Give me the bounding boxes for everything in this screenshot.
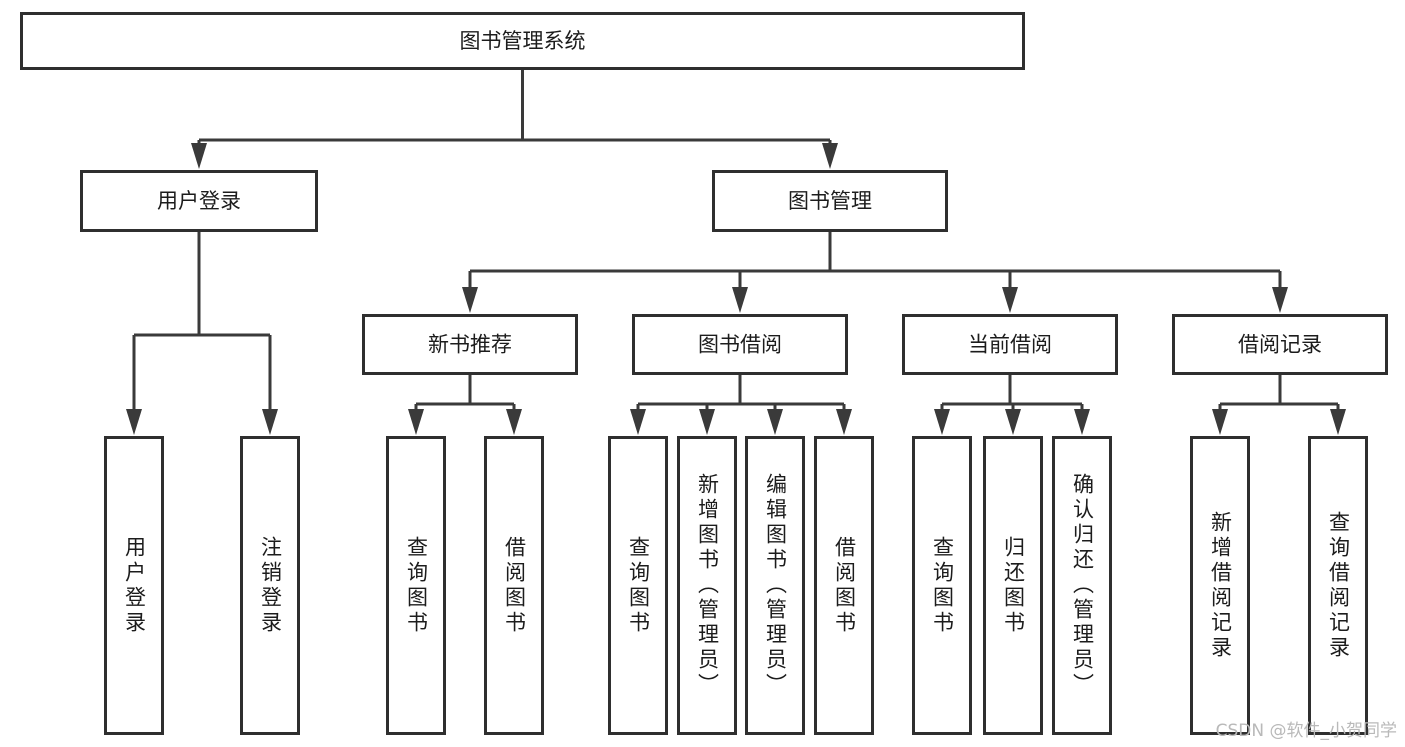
node-box bbox=[1190, 436, 1250, 735]
arrow-head-icon bbox=[732, 287, 748, 313]
node-label: 新书推荐 bbox=[428, 333, 512, 357]
node-box bbox=[983, 436, 1043, 735]
node-box bbox=[902, 314, 1118, 375]
node-l-cl-return-book[interactable] bbox=[983, 436, 1043, 735]
arrow-head-icon bbox=[191, 143, 207, 169]
node-l-lr-query-record[interactable] bbox=[1308, 436, 1368, 735]
node-n-new-book-rec[interactable]: 新书推荐 bbox=[362, 314, 578, 375]
arrow-head-icon bbox=[630, 409, 646, 435]
node-box bbox=[240, 436, 300, 735]
node-label: 图书管理系统 bbox=[460, 29, 586, 53]
arrow-head-icon bbox=[1002, 287, 1018, 313]
node-label: 图书借阅 bbox=[698, 333, 782, 357]
node-box bbox=[386, 436, 446, 735]
connector-n-new-book-rec bbox=[408, 375, 522, 435]
arrow-head-icon bbox=[1005, 409, 1021, 435]
connector-n-current-loan bbox=[934, 375, 1090, 435]
arrow-head-icon bbox=[767, 409, 783, 435]
node-l-lr-add-record[interactable] bbox=[1190, 436, 1250, 735]
arrow-head-icon bbox=[822, 143, 838, 169]
node-label: 图书管理 bbox=[788, 189, 872, 213]
node-label: 当前借阅 bbox=[968, 333, 1052, 357]
node-box bbox=[814, 436, 874, 735]
arrow-head-icon bbox=[699, 409, 715, 435]
node-label: 借阅记录 bbox=[1238, 333, 1322, 357]
node-l-rec-borrow-book[interactable] bbox=[484, 436, 544, 735]
node-l-bb-edit-book[interactable] bbox=[745, 436, 805, 735]
node-box bbox=[1052, 436, 1112, 735]
node-l-user-login[interactable] bbox=[104, 436, 164, 735]
node-box bbox=[608, 436, 668, 735]
node-n-loan-record[interactable]: 借阅记录 bbox=[1172, 314, 1388, 375]
node-l-cl-query-book[interactable] bbox=[912, 436, 972, 735]
node-n-current-loan[interactable]: 当前借阅 bbox=[902, 314, 1118, 375]
node-box bbox=[104, 436, 164, 735]
node-box bbox=[484, 436, 544, 735]
node-l-rec-query-book[interactable] bbox=[386, 436, 446, 735]
watermark: CSDN @软件_小贺同学 bbox=[1215, 721, 1397, 741]
node-box bbox=[1172, 314, 1388, 375]
arrow-head-icon bbox=[408, 409, 424, 435]
node-box bbox=[20, 12, 1025, 70]
arrow-head-icon bbox=[262, 409, 278, 435]
node-label: 用户登录 bbox=[157, 189, 241, 213]
arrow-head-icon bbox=[1212, 409, 1228, 435]
connector-n-book-borrow bbox=[630, 375, 852, 435]
node-n-book-admin[interactable]: 图书管理 bbox=[712, 170, 948, 232]
node-box bbox=[632, 314, 848, 375]
node-box bbox=[912, 436, 972, 735]
node-n-user-login[interactable]: 用户登录 bbox=[80, 170, 318, 232]
arrow-head-icon bbox=[506, 409, 522, 435]
arrow-head-icon bbox=[1272, 287, 1288, 313]
node-box bbox=[712, 170, 948, 232]
connector-layer bbox=[126, 70, 1346, 435]
node-l-bb-add-book[interactable] bbox=[677, 436, 737, 735]
node-l-user-logout[interactable] bbox=[240, 436, 300, 735]
connector-n-book-admin bbox=[462, 232, 1288, 313]
node-box bbox=[1308, 436, 1368, 735]
node-box bbox=[677, 436, 737, 735]
node-root[interactable]: 图书管理系统 bbox=[20, 12, 1025, 70]
connector-n-loan-record bbox=[1212, 375, 1346, 435]
node-l-cl-confirm-return[interactable] bbox=[1052, 436, 1112, 735]
arrow-head-icon bbox=[1330, 409, 1346, 435]
node-box bbox=[745, 436, 805, 735]
arrow-head-icon bbox=[1074, 409, 1090, 435]
node-box bbox=[362, 314, 578, 375]
arrow-head-icon bbox=[934, 409, 950, 435]
node-l-bb-borrow-book[interactable] bbox=[814, 436, 874, 735]
connector-root bbox=[191, 70, 838, 169]
node-box bbox=[80, 170, 318, 232]
node-n-book-borrow[interactable]: 图书借阅 bbox=[632, 314, 848, 375]
arrow-head-icon bbox=[126, 409, 142, 435]
arrow-head-icon bbox=[462, 287, 478, 313]
node-l-bb-query-book[interactable] bbox=[608, 436, 668, 735]
arrow-head-icon bbox=[836, 409, 852, 435]
connector-n-user-login bbox=[126, 232, 278, 435]
